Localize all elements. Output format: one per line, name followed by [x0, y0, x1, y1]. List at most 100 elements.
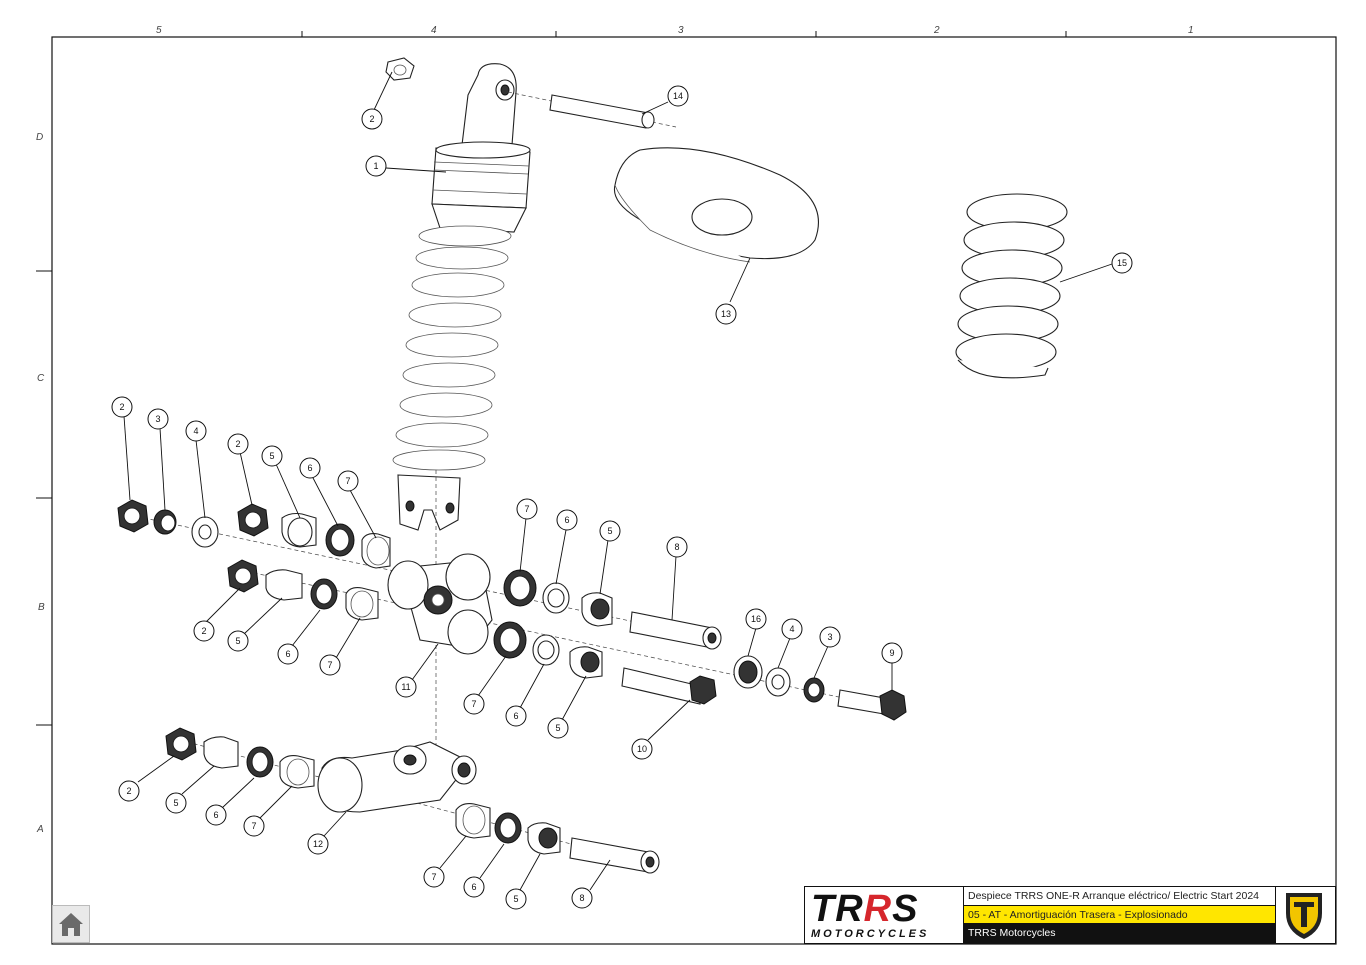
svg-text:2: 2: [119, 402, 124, 412]
column-label: 4: [431, 25, 437, 36]
svg-text:7: 7: [345, 476, 350, 486]
svg-text:10: 10: [637, 744, 647, 754]
drawing-subtitle: 05 - AT - Amortiguación Trasera - Explos…: [964, 905, 1275, 925]
home-button[interactable]: [52, 905, 90, 943]
leader-lines: [123, 71, 1113, 891]
svg-text:6: 6: [471, 882, 476, 892]
brand-emblem: [1275, 887, 1335, 943]
svg-text:9: 9: [889, 648, 894, 658]
svg-text:14: 14: [673, 91, 683, 101]
callout: 2: [118, 780, 140, 802]
svg-text:8: 8: [579, 893, 584, 903]
callout: 5: [547, 717, 569, 739]
callout: 5: [165, 792, 187, 814]
callout: 7: [319, 654, 341, 676]
svg-text:5: 5: [513, 894, 518, 904]
callout: 4: [185, 420, 207, 442]
svg-text:2: 2: [235, 439, 240, 449]
svg-text:2: 2: [369, 114, 374, 124]
svg-text:13: 13: [721, 309, 731, 319]
callout: 5: [599, 520, 621, 542]
row-label: C: [37, 373, 45, 384]
svg-text:6: 6: [285, 649, 290, 659]
title-info: Despiece TRRS ONE-R Arranque eléctrico/ …: [964, 887, 1275, 943]
svg-text:6: 6: [513, 711, 518, 721]
drawing-frame: [51, 36, 1337, 945]
svg-text:2: 2: [126, 786, 131, 796]
svg-text:6: 6: [307, 463, 312, 473]
callout: 7: [337, 470, 359, 492]
callout: 13: [715, 303, 737, 325]
brand-logo: TRRS MOTORCYCLES: [805, 887, 964, 943]
svg-text:1: 1: [373, 161, 378, 171]
svg-text:7: 7: [431, 872, 436, 882]
rocker-link: [387, 553, 493, 655]
shield-emblem-icon: [1286, 893, 1322, 939]
main-spring: [955, 193, 1068, 379]
callout: 6: [277, 643, 299, 665]
svg-text:3: 3: [155, 414, 160, 424]
callout: 10: [631, 738, 653, 760]
svg-text:5: 5: [607, 526, 612, 536]
zone-ticks: [36, 31, 1067, 726]
callout: 6: [299, 457, 321, 479]
callout: 3: [819, 626, 841, 648]
callout: 5: [227, 630, 249, 652]
callout: 7: [423, 866, 445, 888]
row-upper-parts: [117, 499, 391, 569]
home-icon: [59, 913, 83, 936]
svg-text:5: 5: [269, 451, 274, 461]
column-label: 1: [1188, 25, 1194, 36]
svg-text:7: 7: [471, 699, 476, 709]
nut-top: [385, 57, 415, 81]
svg-text:4: 4: [789, 624, 794, 634]
callout: 6: [463, 876, 485, 898]
callout: 7: [516, 498, 538, 520]
protector-plate: [613, 147, 819, 263]
callout: 6: [205, 804, 227, 826]
row-label: B: [38, 602, 45, 613]
svg-text:4: 4: [193, 426, 198, 436]
svg-text:5: 5: [235, 636, 240, 646]
svg-text:6: 6: [213, 810, 218, 820]
svg-text:12: 12: [313, 839, 323, 849]
title-block: TRRS MOTORCYCLES Despiece TRRS ONE-R Arr…: [804, 886, 1336, 944]
shock-spring: [392, 225, 512, 471]
svg-text:7: 7: [251, 821, 256, 831]
svg-text:3: 3: [827, 632, 832, 642]
svg-text:6: 6: [564, 515, 569, 525]
row-label: D: [36, 132, 43, 143]
svg-text:11: 11: [401, 682, 410, 692]
row-lower-parts: [165, 727, 315, 789]
svg-text:7: 7: [524, 504, 529, 514]
row-lower-right-parts: [455, 803, 660, 874]
callout: 8: [666, 536, 688, 558]
callout: 8: [571, 887, 593, 909]
svg-text:8: 8: [674, 542, 679, 552]
svg-text:7: 7: [327, 660, 332, 670]
row-upper-right-parts: [503, 569, 722, 650]
callout: 2: [111, 396, 133, 418]
callout: 7: [243, 815, 265, 837]
callout: 11: [395, 676, 417, 698]
callout: 3: [147, 408, 169, 430]
callout: 15: [1111, 252, 1133, 274]
row-middle-right-parts: [493, 621, 907, 721]
svg-text:2: 2: [201, 626, 206, 636]
callout: 7: [463, 693, 485, 715]
callout: 14: [667, 85, 689, 107]
drawing-title: Despiece TRRS ONE-R Arranque eléctrico/ …: [964, 887, 1275, 906]
callout: 6: [556, 509, 578, 531]
svg-text:16: 16: [751, 614, 761, 624]
callout: 9: [881, 642, 903, 664]
row-middle-left-parts: [227, 559, 379, 621]
callout: 5: [505, 888, 527, 910]
callout: 2: [193, 620, 215, 642]
callout: 4: [781, 618, 803, 640]
svg-text:5: 5: [555, 723, 560, 733]
svg-text:5: 5: [173, 798, 178, 808]
brand-subtitle: MOTORCYCLES: [811, 928, 930, 940]
column-label: 5: [156, 25, 162, 36]
company-name: TRRS Motorcycles: [964, 924, 1275, 943]
svg-text:15: 15: [1117, 258, 1127, 268]
